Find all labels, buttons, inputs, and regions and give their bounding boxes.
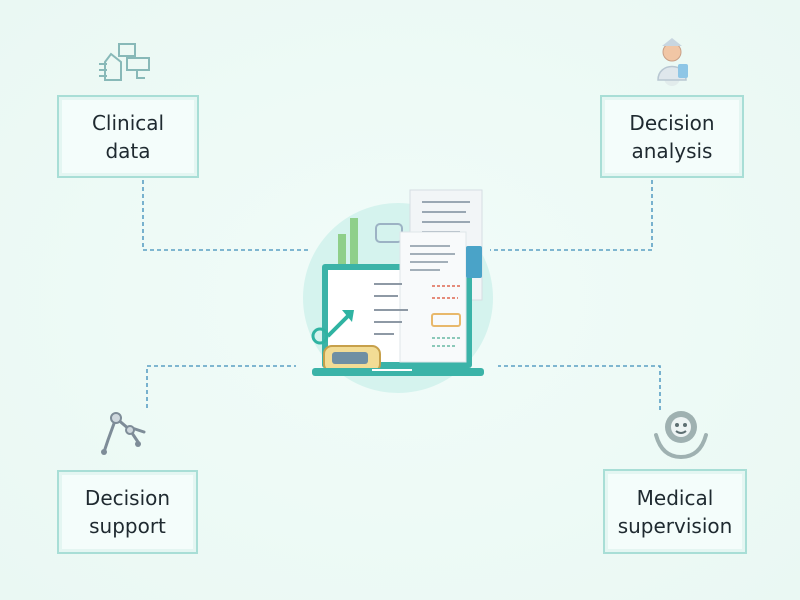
node-decision-support: Decision support [57,470,198,554]
node-label-line1: Decision [629,110,715,135]
node-label-line2: data [105,138,151,163]
medical-professional-icon [657,38,688,86]
connector-medical-supervision [498,365,661,410]
node-label-line2: supervision [617,513,733,538]
connector-decision-analysis [490,180,653,251]
connector-decision-support [146,365,296,408]
data-documents-icon [99,43,150,81]
connector-clinical-data [142,180,310,251]
node-label-line2: support [89,514,166,538]
robotic-arm-icon [101,412,146,455]
laptop-clinical-dashboard-icon [303,189,493,393]
node-clinical-data: Clinical data [57,95,199,178]
node-label-line2: analysis [631,138,713,163]
node-medical-supervision: Medical supervision [603,469,747,554]
node-label-line1: Clinical [91,110,165,135]
node-label-line1: Medical [636,485,714,510]
node-label-line1: Decision [84,486,171,510]
node-decision-analysis: Decision analysis [600,95,744,178]
supervisor-hands-icon [654,411,708,460]
